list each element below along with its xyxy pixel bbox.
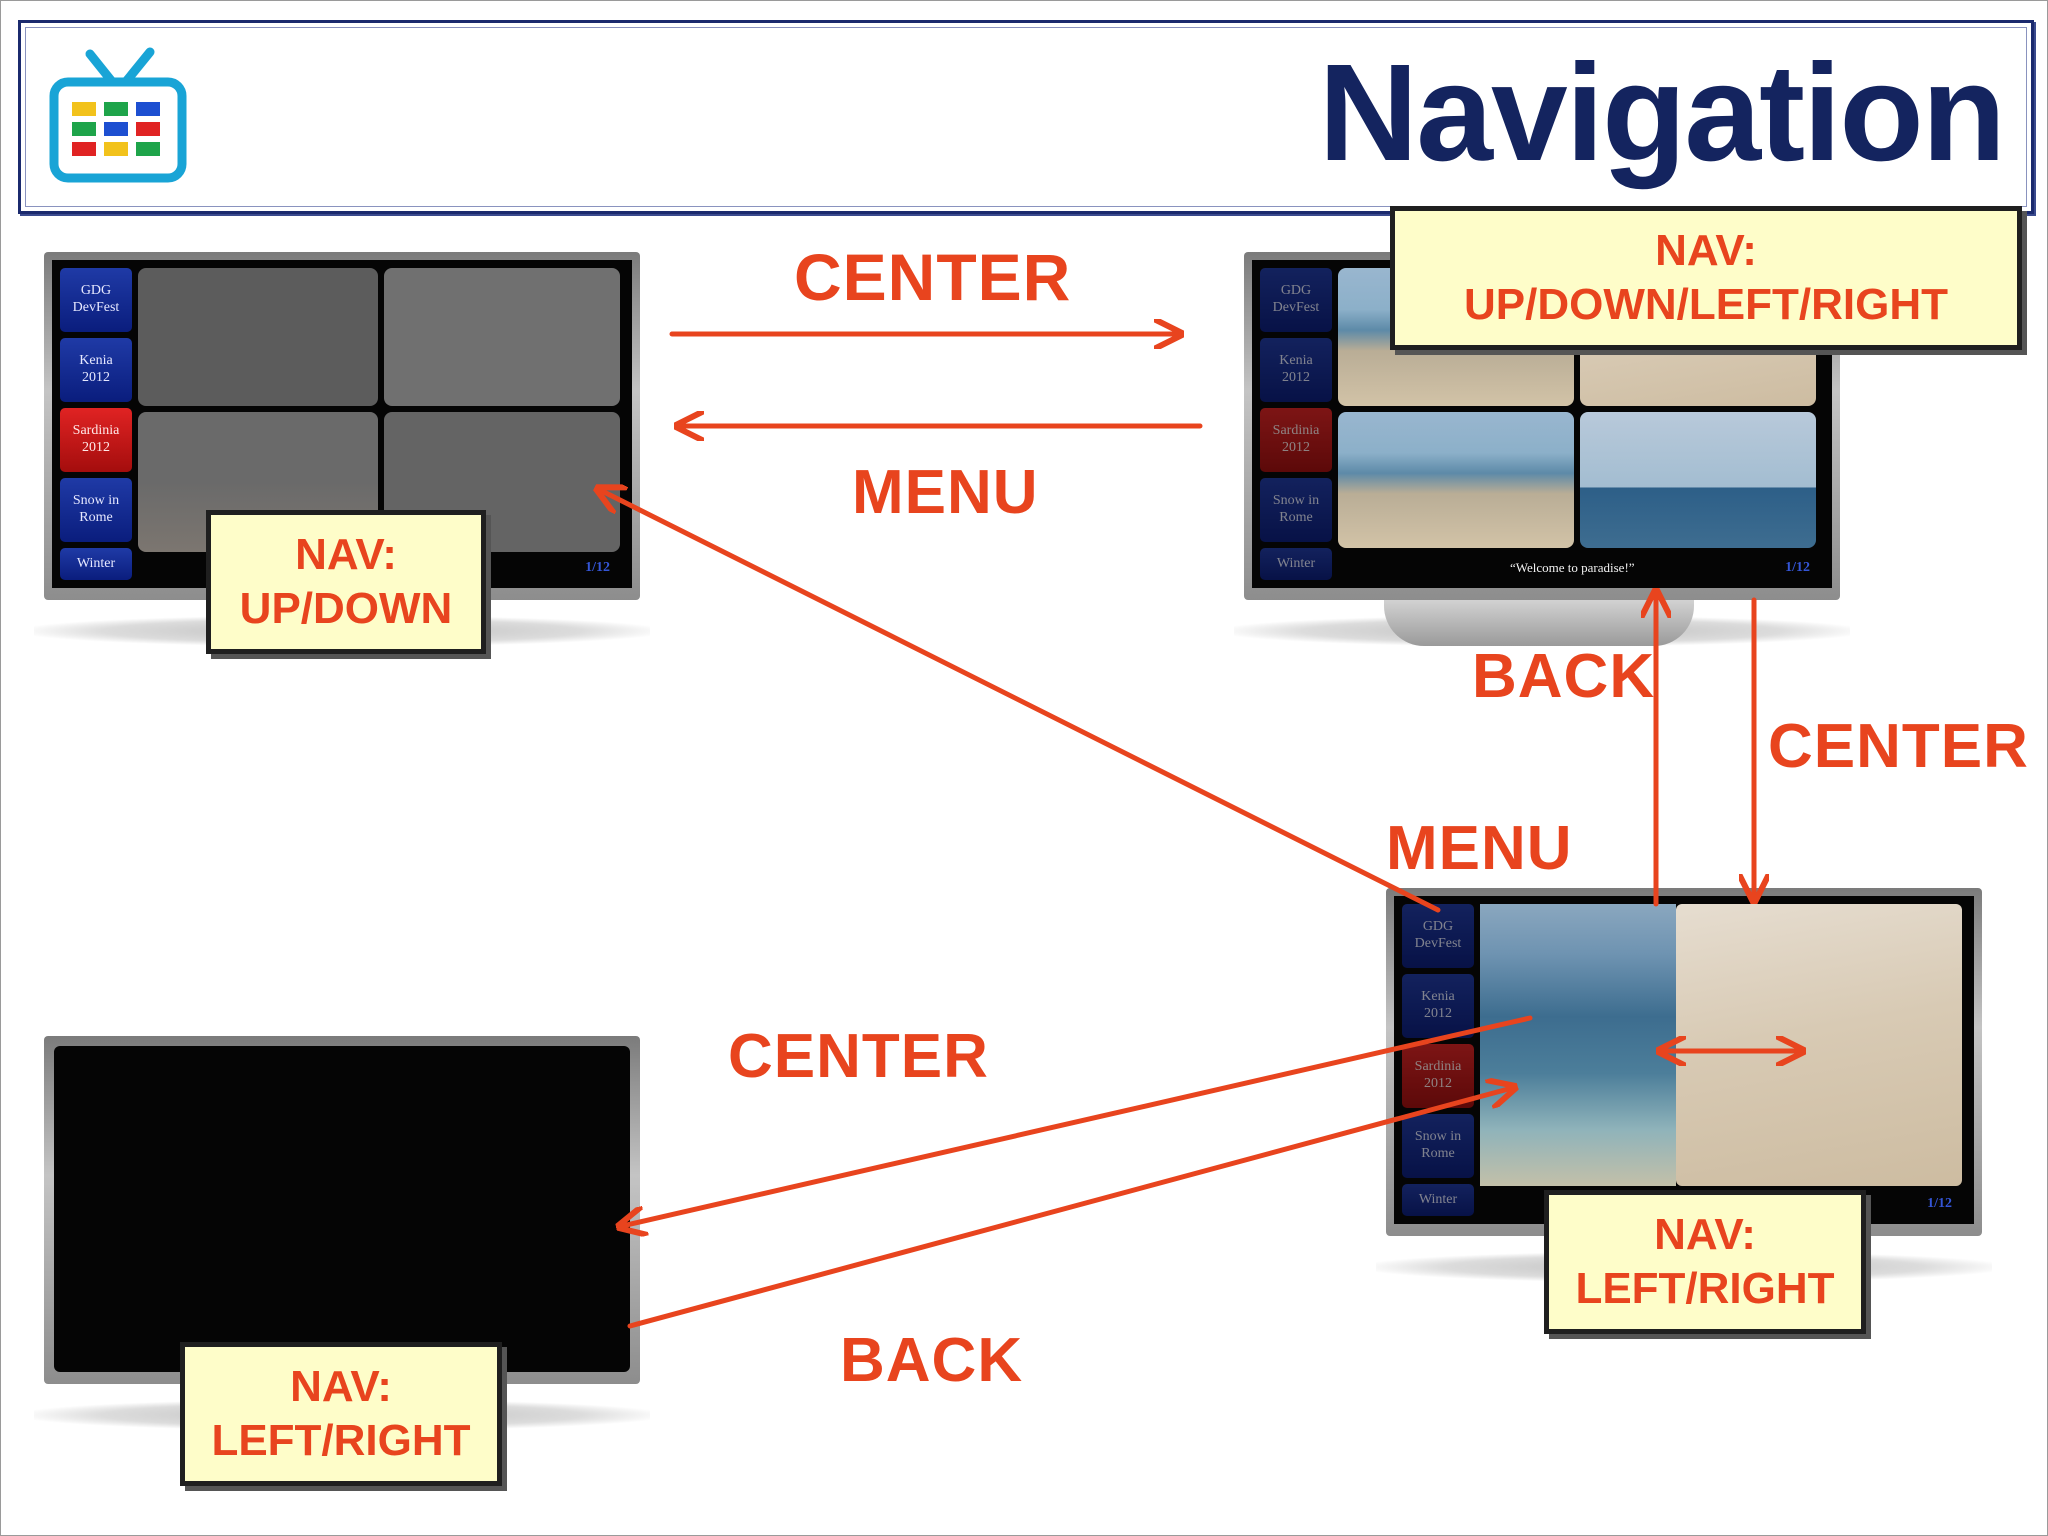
menu-item-kenia[interactable]: Kenia 2012 — [1402, 974, 1474, 1038]
menu-item-gdg[interactable]: GDG DevFest — [1260, 268, 1332, 332]
label-menu-mid: MENU — [1386, 814, 1573, 883]
note-line: UP/DOWN — [239, 584, 453, 633]
menu-item-winter[interactable]: Winter — [1402, 1184, 1474, 1216]
page-counter: 1/12 — [1785, 560, 1810, 575]
header-bar — [18, 20, 2034, 214]
menu-item-gdg[interactable]: GDG DevFest — [60, 268, 132, 332]
menu-item-sardinia[interactable]: Sardinia 2012 — [1260, 408, 1332, 472]
photo-thumb — [384, 268, 620, 406]
note-line: NAV: — [295, 530, 397, 580]
note-nav-left-right-detail: NAV: LEFT/RIGHT — [1544, 1190, 1866, 1334]
tv-screen-fullscreen — [34, 1036, 650, 1430]
menu-item-snow[interactable]: Snow in Rome — [1402, 1114, 1474, 1178]
menu-item-winter[interactable]: Winter — [60, 548, 132, 580]
note-nav-all: NAV: UP/DOWN/LEFT/RIGHT — [1390, 206, 2022, 350]
label-center-top: CENTER — [794, 240, 1072, 314]
note-line: LEFT/RIGHT — [211, 1416, 471, 1465]
page-counter: 1/12 — [585, 560, 610, 575]
photo-caption: “Welcome to paradise!” — [1510, 560, 1635, 575]
photo-thumb[interactable] — [1338, 412, 1574, 548]
label-menu-top: MENU — [852, 458, 1039, 527]
photo-prev[interactable] — [1480, 904, 1676, 1186]
note-line: NAV: — [290, 1362, 392, 1412]
photo-thumb[interactable] — [1580, 412, 1816, 548]
note-nav-left-right-fullscreen: NAV: LEFT/RIGHT — [180, 1342, 502, 1486]
menu-item-sardinia[interactable]: Sardinia 2012 — [60, 408, 132, 472]
label-back-right: BACK — [1472, 642, 1656, 711]
menu-item-kenia[interactable]: Kenia 2012 — [60, 338, 132, 402]
note-line: NAV: — [1654, 1210, 1756, 1260]
label-center-right: CENTER — [1768, 712, 2029, 781]
tv-logo-icon — [49, 47, 187, 183]
menu-item-sardinia[interactable]: Sardinia 2012 — [1402, 1044, 1474, 1108]
menu-item-gdg[interactable]: GDG DevFest — [1402, 904, 1474, 968]
menu-item-winter[interactable]: Winter — [1260, 548, 1332, 580]
note-line: NAV: — [1655, 226, 1757, 276]
note-line: UP/DOWN/LEFT/RIGHT — [1464, 280, 1948, 329]
menu-item-snow[interactable]: Snow in Rome — [1260, 478, 1332, 542]
note-nav-up-down: NAV: UP/DOWN — [206, 510, 486, 654]
menu-item-kenia[interactable]: Kenia 2012 — [1260, 338, 1332, 402]
label-back-bottom: BACK — [840, 1326, 1024, 1395]
note-line: LEFT/RIGHT — [1575, 1264, 1835, 1313]
label-center-bottom: CENTER — [728, 1022, 989, 1091]
photo-fullscreen[interactable] — [54, 1046, 630, 1372]
photo-thumb — [138, 268, 378, 406]
menu-item-snow[interactable]: Snow in Rome — [60, 478, 132, 542]
page-counter: 1/12 — [1927, 1196, 1952, 1211]
page-title: Navigation — [1318, 36, 2006, 190]
